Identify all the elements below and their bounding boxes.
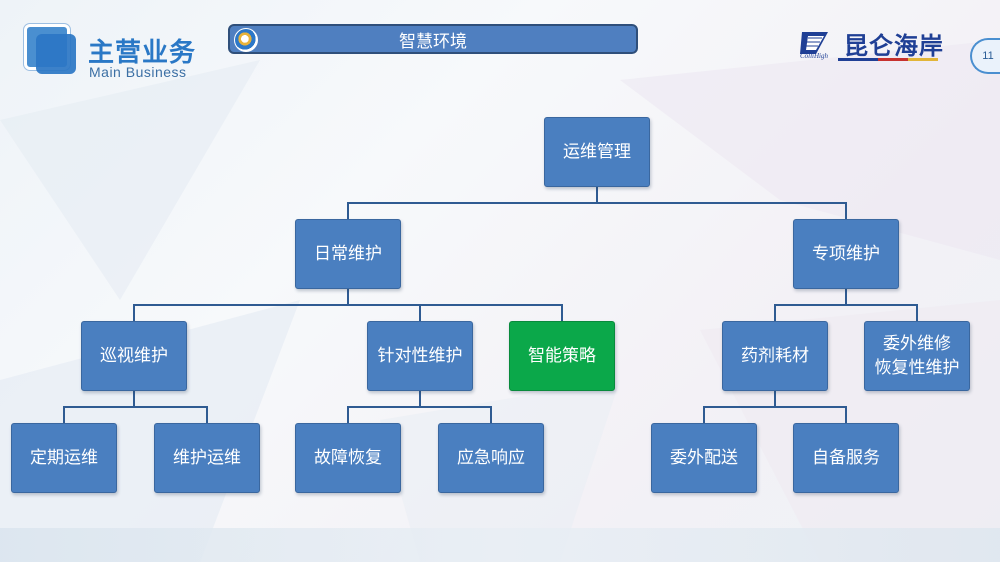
brand-sub: ColliHigh — [800, 52, 829, 60]
page-number-tab: 11 — [970, 38, 1000, 74]
node-self-service: 自备服务 — [793, 423, 899, 493]
connector-root-bar — [347, 202, 847, 219]
node-special-maintenance: 专项维护 — [793, 219, 899, 289]
company-emblem-icon — [234, 28, 258, 52]
connector-targeted-bar — [347, 406, 492, 423]
node-root: 运维管理 — [544, 117, 650, 187]
node-outsourced-repair: 委外维修 恢复性维护 — [864, 321, 970, 391]
connector-special-bar — [774, 304, 918, 321]
node-smart-strategy: 智能策略 — [509, 321, 615, 391]
brand-name: 昆仑海岸 — [844, 31, 944, 60]
node-inspection: 巡视维护 — [81, 321, 187, 391]
page-number: 11 — [982, 50, 994, 62]
connector-inspection-bar — [63, 406, 208, 423]
node-outsourced-delivery: 委外配送 — [651, 423, 757, 493]
node-fault-recovery: 故障恢复 — [295, 423, 401, 493]
banner-title: 智慧环境 — [399, 31, 467, 52]
node-emergency-response: 应急响应 — [438, 423, 544, 493]
node-periodic-ops: 定期运维 — [11, 423, 117, 493]
node-maintenance-ops: 维护运维 — [154, 423, 260, 493]
section-logo-icon — [24, 24, 80, 76]
brand-stripe — [838, 58, 938, 61]
section-title: 主营业务 — [88, 38, 197, 68]
brand-mark-icon — [800, 32, 828, 54]
logo-square-front — [36, 34, 76, 74]
node-targeted: 针对性维护 — [367, 321, 473, 391]
topic-banner: 智慧环境 — [228, 24, 638, 54]
footer-band — [0, 528, 1000, 562]
brand-logo: 昆仑海岸 ColliHigh — [798, 28, 958, 64]
connector-materials-bar — [703, 406, 847, 423]
node-daily-maintenance: 日常维护 — [295, 219, 401, 289]
connector-daily-bar — [133, 304, 563, 321]
section-subtitle: Main Business — [89, 64, 187, 80]
node-materials: 药剂耗材 — [722, 321, 828, 391]
